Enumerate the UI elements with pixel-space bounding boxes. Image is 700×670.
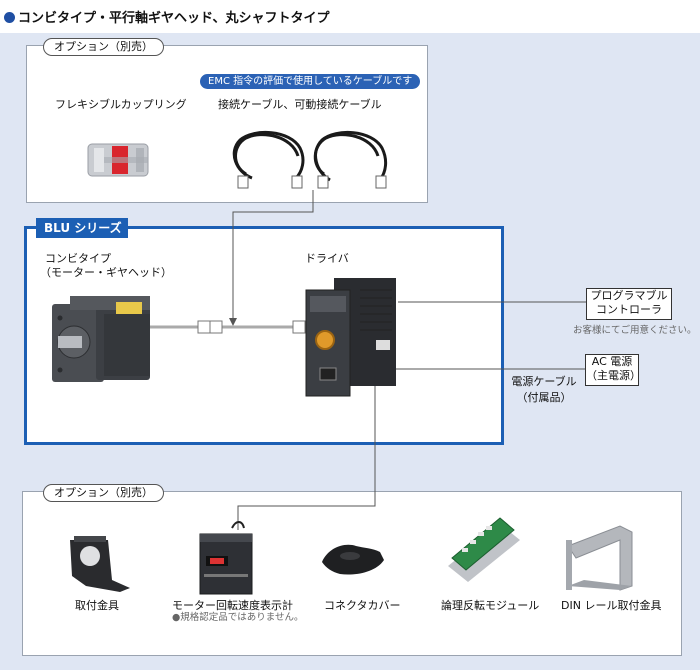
ac-power-box: AC 電源 （主電源） — [585, 354, 641, 386]
blu-series-tab: BLU シリーズ — [36, 218, 128, 238]
gear-motor-icon — [52, 296, 150, 382]
cable-line-from-options — [232, 190, 314, 322]
arrow-head-icon — [229, 318, 237, 326]
plc-box: プログラマブル コントローラ — [586, 288, 672, 320]
cable-connector-icon — [237, 175, 387, 189]
options-top-panel — [26, 45, 428, 203]
bottom-item-label: モーター回転速度表示計 — [172, 599, 293, 612]
logic-inversion-module-icon — [448, 517, 520, 582]
options-top-tag: オプション（別売） — [43, 38, 164, 56]
page-title-text: コンビタイプ・平行軸ギヤヘッド、丸シャフトタイプ — [18, 11, 330, 26]
flexible-coupling-icon — [87, 143, 149, 177]
plc-box-line1: プログラマブル — [590, 289, 668, 302]
cable-label: 接続ケーブル、可動接続ケーブル — [218, 98, 382, 111]
din-rail-bracket-icon — [566, 525, 633, 591]
connector-cover-icon — [322, 544, 384, 575]
coupling-label: フレキシブルカップリング — [55, 98, 187, 111]
connection-lines — [232, 190, 586, 530]
motor-cable — [150, 320, 306, 334]
ac-box-line2: （主電源） — [586, 369, 641, 382]
speed-indicator-icon — [199, 521, 253, 595]
emc-badge: EMC 指令の評価で使用しているケーブルです — [200, 74, 421, 89]
bottom-item-note: ●規格認定品ではありません。 — [172, 612, 304, 623]
bottom-item-label: DIN レール取付金具 — [561, 599, 662, 612]
ac-box-line1: AC 電源 — [591, 355, 633, 368]
options-bottom-tag: オプション（別売） — [43, 484, 164, 502]
driver-icon — [305, 278, 396, 397]
power-cable-label: 電源ケーブル （付属品） — [508, 373, 580, 405]
page-title: コンビタイプ・平行軸ギヤヘッド、丸シャフトタイプ — [4, 7, 329, 26]
blu-series-frame — [24, 226, 504, 445]
bullet-icon — [4, 12, 15, 23]
bottom-item-label: 論理反転モジュール — [441, 599, 540, 612]
option-line-to-bottom — [237, 370, 376, 530]
mounting-bracket-icon — [70, 536, 130, 592]
bottom-item-label: コネクタカバー — [324, 599, 401, 612]
driver-label: ドライバ — [305, 252, 349, 265]
connection-cable-icon — [232, 130, 388, 182]
power-cable-line2: （付属品） — [516, 391, 572, 404]
power-cable-line1: 電源ケーブル — [511, 375, 577, 388]
plc-box-line2: コントローラ — [596, 303, 662, 316]
plc-note: お客様にてご用意ください。 — [573, 325, 697, 336]
motor-label-line1: コンビタイプ — [45, 252, 111, 265]
bottom-item-label: 取付金具 — [75, 599, 119, 612]
motor-label-line2: （モーター・ギヤヘッド） — [40, 266, 172, 279]
